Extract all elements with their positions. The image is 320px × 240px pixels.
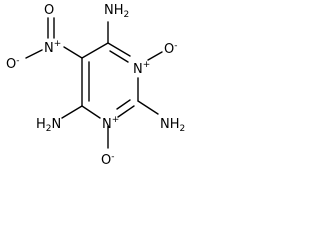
bond-c2-n3 xyxy=(117,105,135,118)
label-o-top-right: O- xyxy=(164,41,177,57)
bond-nitro-o-left xyxy=(25,49,43,59)
bond-n1-o xyxy=(147,51,163,61)
ring-bonds xyxy=(81,42,139,119)
bond-c4-c5 xyxy=(81,42,109,59)
label-nh2-top: NH2 xyxy=(104,3,129,20)
molecule-canvas: NH2 N+ O- NH2 N+ O- H2N N+ O O- xyxy=(0,0,208,178)
bond-c-nh2-right xyxy=(137,100,159,115)
label-nh2-right: NH2 xyxy=(160,117,185,134)
label-nitro-n: N+ xyxy=(44,39,61,56)
bond-n3-c4 xyxy=(81,105,101,119)
label-ring-n-bottom: N+ xyxy=(102,115,119,132)
bond-c5-n1 xyxy=(107,42,131,57)
label-nh2-left: H2N xyxy=(36,117,61,134)
label-ring-n-top: N+ xyxy=(133,60,150,77)
bond-c-nitro xyxy=(63,46,83,59)
chemical-structure: NH2 N+ O- NH2 N+ O- H2N N+ O O- xyxy=(6,3,185,168)
bond-c2-n3-inner xyxy=(116,99,131,110)
bond-c-nh2-left xyxy=(61,105,83,119)
label-nitro-o-single: O- xyxy=(6,56,19,72)
label-o-bottom: O- xyxy=(101,152,114,168)
atom-labels: NH2 N+ O- NH2 N+ O- H2N N+ O O- xyxy=(6,3,185,168)
label-nitro-o-double: O xyxy=(44,3,54,18)
substituent-bonds xyxy=(25,17,163,149)
bond-c5-n1-inner xyxy=(109,50,129,63)
